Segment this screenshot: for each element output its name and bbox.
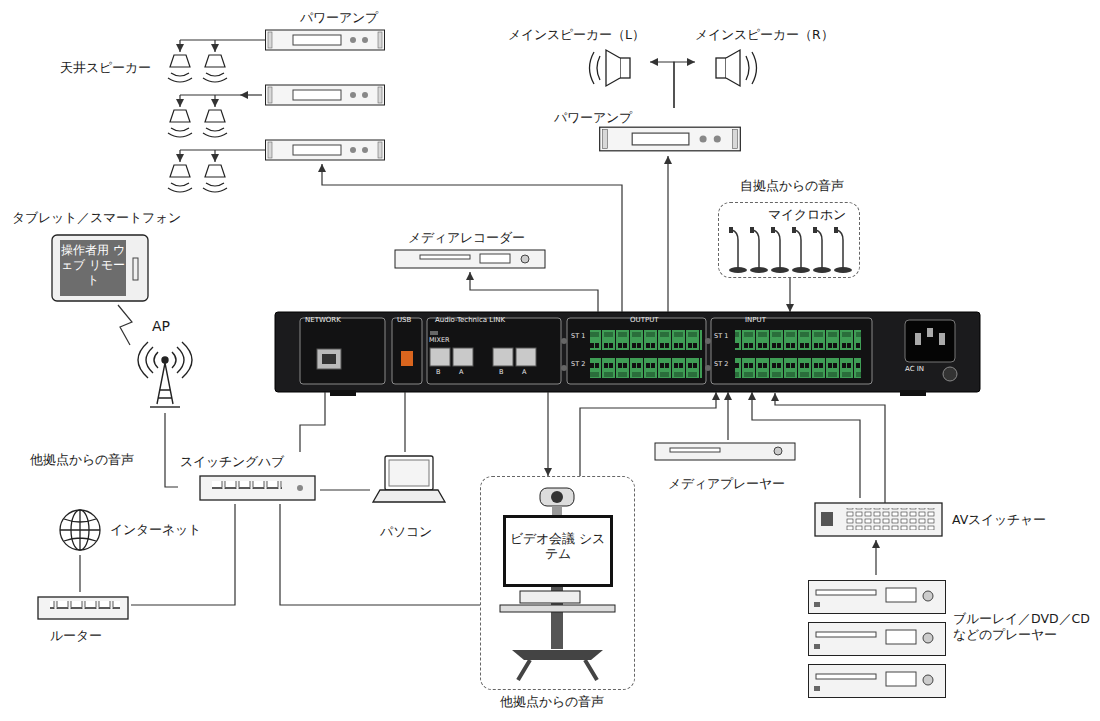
media-player: メディアプレーヤー [650, 440, 800, 495]
device-label: 自拠点からの音声 [740, 178, 844, 194]
signal-connector [789, 278, 790, 312]
panel-label: MIXER [429, 337, 450, 345]
signal-connector [404, 392, 405, 452]
router: ルーター [35, 592, 131, 648]
signal-connector [300, 392, 325, 452]
tablet: タブレット／スマートフォン操作者用 ウェブ リモート [10, 210, 185, 305]
signal-connector [547, 392, 548, 476]
device-label: Audio-Technica LINK [435, 316, 505, 325]
laptop: パソコン [370, 452, 446, 542]
device-label: マイクロホン [768, 207, 846, 223]
device-label: ビデオ会議 システム [506, 531, 610, 562]
device-label: メインスピーカー（R） [695, 27, 834, 43]
signal-connector [320, 489, 370, 490]
device-label: メインスピーカー（L） [508, 27, 645, 43]
signal-connector [580, 392, 716, 476]
disc-players: ブルーレイ／DVD／CDなどのプレーヤー [805, 575, 1097, 705]
device-label: NETWORK [305, 316, 341, 325]
device-label: スイッチングハブ [180, 454, 284, 470]
signal-connector [165, 413, 178, 487]
device-label: パソコン [380, 524, 432, 540]
video-conf-group: 他拠点からの音声ビデオ会議 システム [480, 476, 635, 690]
panel-label: ST 2 [571, 361, 585, 369]
signal-connector [674, 62, 695, 108]
signal-connector [650, 62, 674, 108]
signal-connector [240, 94, 262, 95]
signal-connector [131, 504, 235, 605]
panel-label: B [499, 369, 503, 377]
device-label: メディアレコーダー [408, 230, 525, 246]
device-label: AVスイッチャー [952, 512, 1046, 528]
device-label: 操作者用 ウェブ リモート [60, 243, 126, 288]
signal-connector [875, 540, 876, 575]
device-label: AP [152, 318, 170, 336]
speaker-group: 天井スピーカー [55, 38, 240, 195]
device-label: USB [397, 316, 411, 325]
signal-connector [667, 156, 668, 312]
signal-connector [79, 555, 80, 592]
device-label: ブルーレイ／DVD／CDなどのプレーヤー [953, 611, 1091, 642]
speaker: メインスピーカー（R） [695, 25, 837, 87]
device-label: AC IN [905, 365, 924, 374]
panel-label: ST 2 [714, 361, 728, 369]
device-label: 他拠点からの音声 [30, 452, 134, 468]
signal-connector [470, 272, 598, 312]
video-screen: ビデオ会議 システム [503, 515, 613, 587]
device-label: タブレット／スマートフォン [12, 210, 181, 226]
panel-label: A [522, 369, 526, 377]
signal-connector [280, 504, 480, 605]
media-recorder: メディアレコーダー [390, 230, 550, 272]
power-amp: パワーアンプ [550, 108, 755, 156]
panel-label: ST 1 [571, 333, 585, 341]
device-label: ルーター [50, 628, 102, 644]
device-label: INPUT [745, 316, 766, 325]
signal-connector [322, 164, 622, 312]
panel-label: ST 1 [714, 333, 728, 341]
main-unit: NETWORK USB Audio-Technica LINK OUTPUT INPUT… [275, 312, 980, 392]
speaker: メインスピーカー（L） [508, 25, 650, 87]
device-label: パワーアンプ [554, 110, 632, 126]
av-switcher: AVスイッチャー [812, 498, 1052, 540]
internet: 他拠点からの音声インターネット [25, 450, 210, 555]
device-label: パワーアンプ [300, 10, 378, 26]
access-point: AP [130, 318, 200, 413]
panel-label: B [436, 369, 440, 377]
signal-connector [118, 305, 132, 345]
device-label: メディアプレーヤー [668, 476, 785, 492]
device-label: インターネット [110, 522, 201, 538]
amp-group: パワーアンプ [262, 8, 390, 164]
mic-group: 自拠点からの音声マイクロホン [718, 202, 860, 278]
panel-label: A [459, 369, 463, 377]
device-label: 天井スピーカー [60, 60, 151, 76]
device-label: 他拠点からの音声 [500, 694, 604, 710]
switching-hub: スイッチングハブ [178, 452, 320, 504]
device-label: OUTPUT [630, 316, 659, 325]
signal-connector [727, 392, 728, 440]
